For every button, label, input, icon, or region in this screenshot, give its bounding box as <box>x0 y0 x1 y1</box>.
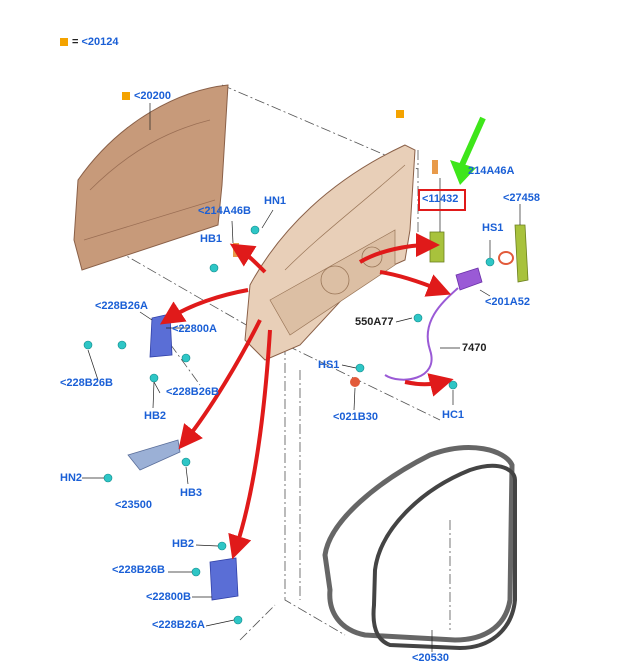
part-label[interactable]: <22800A <box>172 323 217 335</box>
part-label[interactable]: 550A77 <box>355 316 394 328</box>
part-label[interactable]: HB3 <box>180 487 203 499</box>
part-label[interactable]: HB1 <box>200 233 223 245</box>
lock-actuator-icon <box>455 267 483 291</box>
part-label[interactable]: <23500 <box>115 499 153 511</box>
part-label[interactable]: HN2 <box>60 472 83 484</box>
part-label[interactable]: <228B26B <box>166 386 219 398</box>
door-seal-outer <box>322 445 515 643</box>
part-label[interactable]: 214A46A <box>468 165 515 177</box>
part-label[interactable]: <021B30 <box>333 411 378 423</box>
striker-bracket-icon <box>514 224 529 283</box>
outer-door-panel <box>73 84 229 271</box>
orange-marker-icon <box>122 92 130 100</box>
part-label[interactable]: <27458 <box>503 192 541 204</box>
lower-hinge-icon <box>209 557 239 601</box>
part-label[interactable]: HC1 <box>442 409 465 421</box>
part-label[interactable]: <201A52 <box>485 296 530 308</box>
part-label[interactable]: <22800B <box>146 591 191 603</box>
red-arrows <box>159 233 454 560</box>
part-label[interactable]: HS1 <box>482 222 504 234</box>
part-label[interactable]: HB2 <box>144 410 167 422</box>
leader-lines <box>82 103 521 652</box>
legend-text: <20124 <box>81 36 119 48</box>
cable-icon <box>384 287 459 381</box>
green-callout-arrow <box>450 116 486 185</box>
handle-clip-icon <box>233 243 239 257</box>
construction-lines <box>84 84 451 641</box>
cap-icon <box>498 251 514 265</box>
part-label[interactable]: 7470 <box>462 342 487 354</box>
door-seal-inner <box>371 463 517 651</box>
part-label[interactable]: <228B26A <box>95 300 148 312</box>
part-label[interactable]: <214A46B <box>198 205 251 217</box>
part-label[interactable]: <11432 <box>422 193 459 205</box>
part-label[interactable]: <228B26B <box>112 564 165 576</box>
upper-hinge-icon <box>149 313 173 358</box>
legend-equals: = <box>72 36 79 48</box>
plug-icon <box>350 377 360 387</box>
check-arm-icon <box>127 439 181 471</box>
highlight-box <box>418 189 466 211</box>
part-label[interactable]: HB2 <box>172 538 195 550</box>
latch-part-icon <box>429 231 445 263</box>
part-label[interactable]: <20200 <box>134 90 172 102</box>
orange-marker-icon <box>60 38 68 47</box>
orange-marker-icon <box>396 110 404 118</box>
legend: = <20124 <box>60 36 119 48</box>
part-label[interactable]: <20530 <box>412 652 450 664</box>
part-label[interactable]: <228B26A <box>152 619 205 631</box>
part-label[interactable]: HS1 <box>318 359 340 371</box>
clip-icon-a <box>432 160 438 174</box>
part-label[interactable]: HN1 <box>264 195 287 207</box>
part-label[interactable]: <228B26B <box>60 377 113 389</box>
